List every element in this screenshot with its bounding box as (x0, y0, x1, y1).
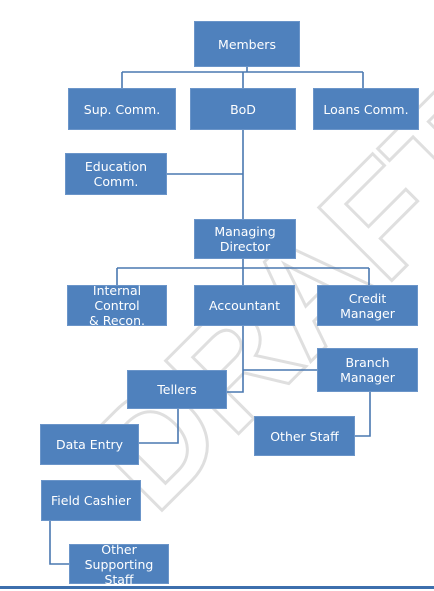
node-bod[interactable]: BoD (190, 88, 296, 130)
node-other-supporting-staff[interactable]: Other Supporting Staff (69, 542, 169, 587)
node-education-comm[interactable]: Education Comm. (65, 153, 167, 195)
node-accountant[interactable]: Accountant (194, 285, 295, 326)
node-sup-comm[interactable]: Sup. Comm. (68, 88, 176, 130)
node-credit-manager[interactable]: Credit Manager (317, 285, 418, 326)
node-branch-manager[interactable]: Branch Manager (317, 348, 418, 392)
connector-tellers-to-data-entry (139, 409, 179, 444)
node-members[interactable]: Members (194, 21, 300, 67)
bottom-rule (0, 586, 434, 589)
node-other-staff[interactable]: Other Staff (254, 416, 355, 456)
connector-branch-to-other-staff (355, 392, 371, 437)
connector-to-tellers (227, 370, 244, 393)
node-data-entry[interactable]: Data Entry (40, 424, 139, 465)
node-loans-comm[interactable]: Loans Comm. (313, 88, 419, 130)
connector-field-cashier-to-support (49, 521, 69, 565)
node-managing-director[interactable]: Managing Director (194, 219, 296, 259)
node-field-cashier[interactable]: Field Cashier (41, 480, 141, 521)
node-internal-control[interactable]: Internal Control & Recon. (67, 283, 167, 328)
node-tellers[interactable]: Tellers (127, 370, 227, 409)
